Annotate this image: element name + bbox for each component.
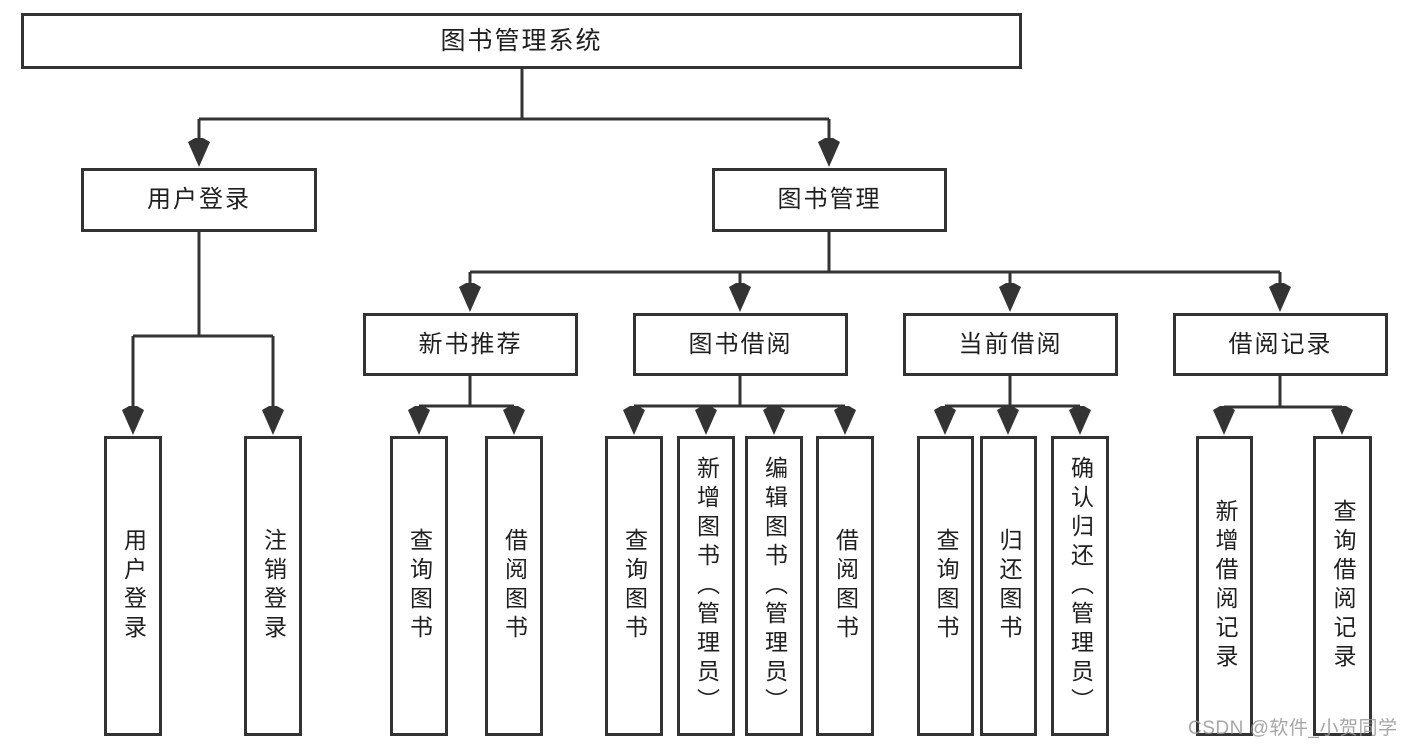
leaf-bb-borrow-books: 借阅图书: [816, 436, 874, 736]
node-library-system-root: 图书管理系统: [21, 13, 1022, 69]
arrowhead-down: [999, 283, 1021, 312]
leaf-br-add-record: 新增借阅记录: [1196, 436, 1253, 736]
arrowhead-down: [262, 406, 284, 435]
node-label: 查询借阅记录: [1330, 499, 1356, 673]
connector-root-to-level2: [188, 69, 840, 167]
node-label: 新增图书（管理员）: [693, 455, 720, 717]
connector-book-borrow-to-leaves: [623, 376, 856, 435]
node-label: 查询图书: [933, 528, 959, 644]
node-book-management: 图书管理: [712, 168, 947, 232]
node-new-book-recommend: 新书推荐: [363, 313, 578, 376]
leaf-cb-query-books: 查询图书: [917, 436, 974, 736]
node-label: 用户登录: [147, 186, 251, 213]
arrowhead-down: [1213, 406, 1235, 435]
node-label: 用户登录: [120, 528, 147, 644]
node-label: 当前借阅: [958, 330, 1063, 358]
arrowhead-down: [818, 138, 840, 167]
connector-new-book-recommend-to-leaves: [408, 376, 525, 435]
node-current-borrow: 当前借阅: [903, 313, 1118, 376]
node-label: 归还图书: [996, 528, 1022, 644]
node-label: 注销登录: [260, 528, 287, 644]
arrowhead-down: [695, 406, 717, 435]
watermark: CSDN @软件_小贺同学: [1188, 718, 1398, 739]
leaf-nbr-query-books: 查询图书: [390, 436, 448, 736]
arrowhead-down: [408, 406, 430, 435]
node-label: 图书借阅: [688, 330, 793, 358]
node-label: 新书推荐: [418, 330, 523, 358]
arrowhead-down: [934, 406, 956, 435]
node-label: 借阅图书: [832, 528, 859, 644]
node-label: 编辑图书（管理员）: [761, 455, 788, 717]
arrowhead-down: [1269, 283, 1291, 312]
arrowhead-down: [122, 406, 144, 435]
leaf-nbr-borrow-books: 借阅图书: [485, 436, 543, 736]
leaf-bb-add-books-admin: 新增图书（管理员）: [677, 436, 735, 736]
node-label: 查询图书: [406, 528, 433, 644]
arrowhead-down: [763, 406, 785, 435]
leaf-cb-confirm-return-admin: 确认归还（管理员）: [1051, 436, 1109, 736]
arrowhead-down: [729, 283, 751, 312]
node-user-login: 用户登录: [81, 168, 317, 232]
node-label: 新增借阅记录: [1212, 499, 1238, 673]
node-label: 借阅图书: [501, 528, 528, 644]
arrowhead-down: [834, 406, 856, 435]
arrowhead-down: [503, 406, 525, 435]
node-label: 图书管理: [777, 186, 882, 213]
arrowhead-down: [459, 283, 481, 312]
connector-book-management-to-level3: [459, 232, 1291, 312]
node-label: 确认归还（管理员）: [1067, 455, 1094, 717]
leaf-logout: 注销登录: [244, 436, 302, 736]
connector-current-borrow-to-leaves: [934, 376, 1091, 435]
connector-user-login-to-leaves: [122, 232, 284, 435]
arrowhead-down: [1331, 406, 1353, 435]
leaf-user-login: 用户登录: [104, 436, 162, 736]
node-label: 查询图书: [621, 528, 648, 644]
arrowhead-down: [188, 138, 210, 167]
leaf-br-query-record: 查询借阅记录: [1313, 436, 1372, 736]
arrowhead-down: [623, 406, 645, 435]
arrowhead-down: [997, 406, 1019, 435]
connector-borrow-records-to-leaves: [1213, 376, 1353, 435]
node-label: 图书管理系统: [440, 26, 603, 55]
node-book-borrow: 图书借阅: [633, 313, 848, 376]
leaf-cb-return-books: 归还图书: [980, 436, 1037, 736]
node-borrow-records: 借阅记录: [1173, 313, 1388, 376]
arrowhead-down: [1069, 406, 1091, 435]
leaf-bb-edit-books-admin: 编辑图书（管理员）: [745, 436, 803, 736]
node-label: 借阅记录: [1228, 330, 1333, 358]
leaf-bb-query-books: 查询图书: [605, 436, 663, 736]
